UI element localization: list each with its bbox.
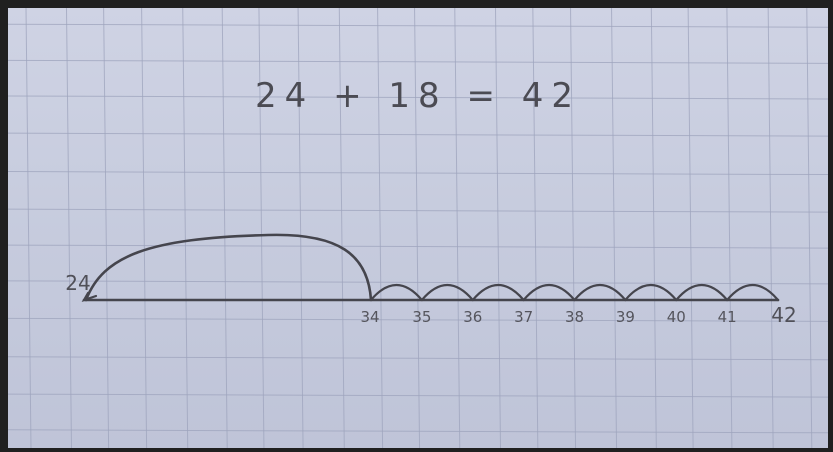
grid-horizontal-line bbox=[8, 171, 828, 176]
small-jump-arc bbox=[624, 284, 678, 302]
grid-horizontal-line bbox=[8, 393, 828, 398]
big-jump-arc bbox=[84, 233, 373, 302]
grid-horizontal-line bbox=[8, 280, 828, 285]
big-jump-landing-label: 34 bbox=[360, 308, 379, 326]
grid-vertical-line bbox=[767, 8, 774, 448]
grid-vertical-line bbox=[377, 8, 384, 448]
start-arrow-icon bbox=[81, 291, 98, 302]
jump-label: 40 bbox=[667, 308, 686, 326]
small-jump-arc bbox=[726, 284, 780, 302]
grid-horizontal-line bbox=[8, 132, 828, 137]
small-jump-arc bbox=[471, 284, 525, 302]
notebook-drawing: 24 + 18 = 42 24 34 35 36 37 38 39 40 41 42 bbox=[8, 8, 828, 448]
grid-vertical-line bbox=[258, 8, 265, 448]
grid-vertical-line bbox=[806, 8, 813, 448]
jump-label: 39 bbox=[616, 308, 635, 326]
grid-vertical-line bbox=[297, 8, 304, 448]
grid-vertical-line bbox=[687, 8, 694, 448]
grid-vertical-line bbox=[650, 8, 657, 448]
small-jumps bbox=[369, 284, 780, 302]
grid-vertical-line bbox=[338, 8, 345, 448]
grid-vertical-line bbox=[182, 8, 189, 448]
grid-vertical-line bbox=[65, 8, 72, 448]
start-label: 24 bbox=[65, 271, 90, 295]
small-jump-arc bbox=[369, 284, 423, 302]
grid-vertical-line bbox=[532, 8, 539, 448]
grid-horizontal-line bbox=[8, 244, 828, 249]
grid-horizontal-line bbox=[8, 95, 828, 100]
small-jump-arc bbox=[675, 284, 729, 302]
grid-paper: 24 + 18 = 42 24 34 35 36 37 38 39 40 41 42 bbox=[8, 8, 828, 448]
grid-vertical-line bbox=[221, 8, 228, 448]
grid-horizontal-line bbox=[8, 59, 828, 64]
equation-text: 24 + 18 = 42 bbox=[255, 76, 581, 116]
small-jump-labels: 35 36 37 38 39 40 41 bbox=[412, 308, 736, 326]
grid-vertical-line bbox=[611, 8, 618, 448]
grid-horizontal-line bbox=[8, 208, 828, 213]
grid-horizontal-line bbox=[8, 356, 828, 361]
grid-vertical-line bbox=[25, 8, 32, 448]
end-label: 42 bbox=[771, 303, 796, 327]
small-jump-arc bbox=[522, 284, 576, 302]
grid-lines bbox=[8, 8, 828, 448]
grid-vertical-line bbox=[141, 8, 148, 448]
grid-vertical-line bbox=[454, 8, 461, 448]
small-jump-arc bbox=[420, 284, 474, 302]
grid-horizontal-line bbox=[8, 317, 828, 322]
jump-label: 41 bbox=[718, 308, 737, 326]
grid-vertical-line bbox=[414, 8, 421, 448]
grid-vertical-line bbox=[494, 8, 501, 448]
grid-vertical-line bbox=[726, 8, 733, 448]
jump-label: 37 bbox=[514, 308, 533, 326]
jump-label: 35 bbox=[412, 308, 431, 326]
small-jump-arc bbox=[573, 284, 627, 302]
jump-label: 38 bbox=[565, 308, 584, 326]
grid-horizontal-line bbox=[8, 23, 828, 28]
grid-horizontal-line bbox=[8, 429, 828, 434]
grid-vertical-line bbox=[103, 8, 110, 448]
grid-vertical-line bbox=[570, 8, 577, 448]
jump-label: 36 bbox=[463, 308, 482, 326]
